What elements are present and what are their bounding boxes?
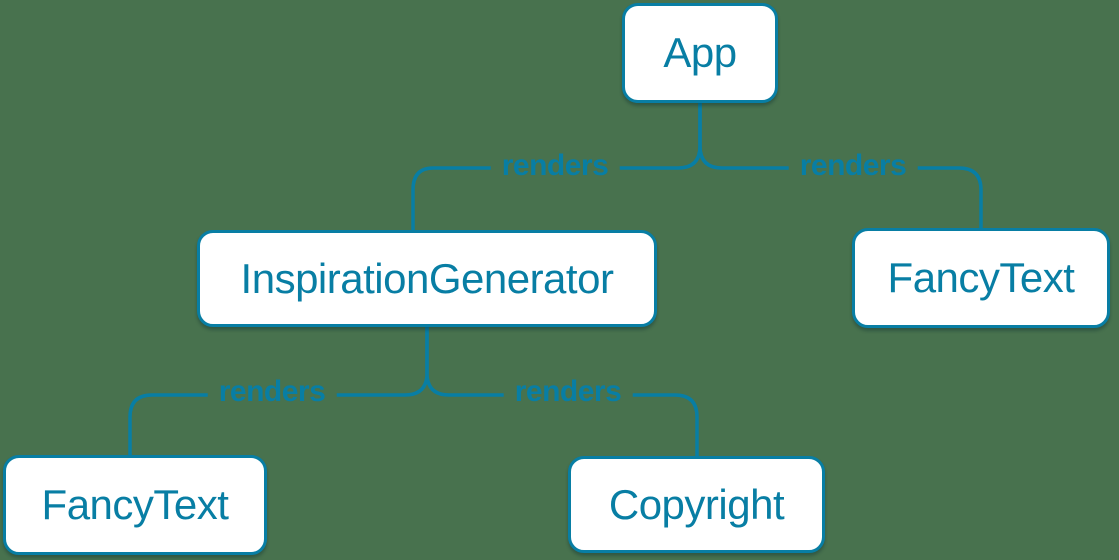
edge-label-renders-app-inspirationgenerator: renders: [490, 149, 620, 183]
edge-label-renders-app-fancytext: renders: [788, 149, 918, 183]
node-fancy-text-bottom-label: FancyText: [41, 481, 229, 528]
node-fancy-text-top: FancyText: [852, 228, 1110, 328]
node-inspiration-generator-label: InspirationGenerator: [240, 254, 614, 302]
node-copyright-label: Copyright: [608, 480, 785, 528]
node-app: App: [622, 3, 778, 103]
node-copyright: Copyright: [568, 456, 825, 553]
edge-label-renders-inspirationgenerator-copyright: renders: [503, 375, 633, 409]
node-app-label: App: [663, 29, 737, 76]
edge-label-renders-inspirationgenerator-fancytext: renders: [207, 375, 337, 409]
node-fancy-text-bottom: FancyText: [3, 455, 267, 555]
node-inspiration-generator: InspirationGenerator: [197, 230, 657, 327]
node-fancy-text-top-label: FancyText: [887, 254, 1075, 301]
